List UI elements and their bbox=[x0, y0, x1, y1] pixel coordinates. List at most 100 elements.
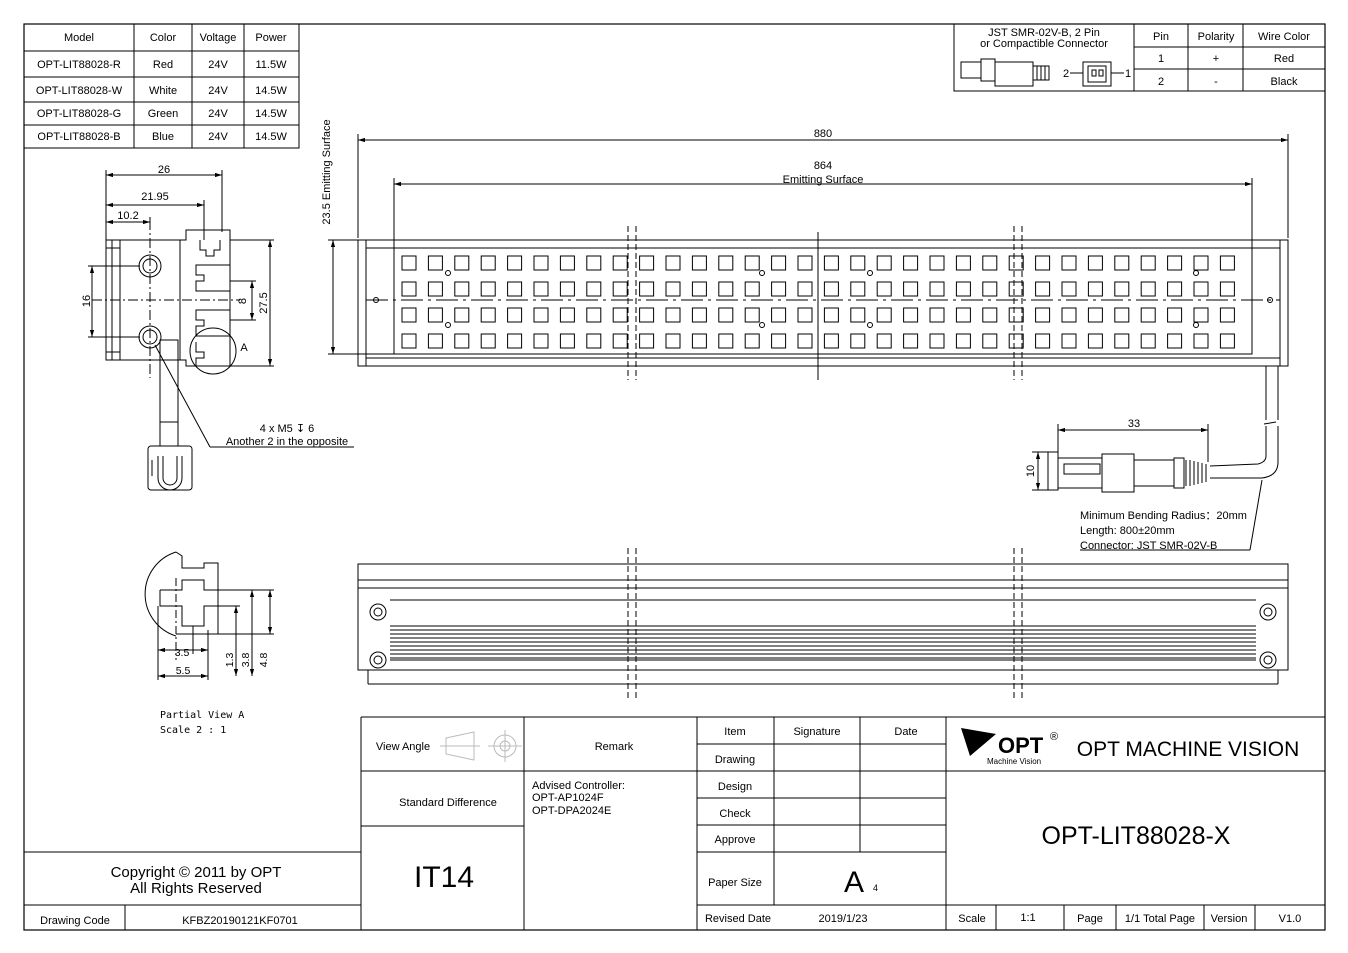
wire-color-cell: Red bbox=[1274, 53, 1294, 65]
power-cell: 11.5W bbox=[256, 59, 288, 71]
title-block bbox=[24, 716, 1325, 930]
model-table: Model Color Voltage Power OPT-LIT88028-R… bbox=[23, 23, 300, 149]
design-label: Design bbox=[718, 781, 752, 793]
standard-difference-label: Standard Difference bbox=[399, 797, 497, 809]
led-cell bbox=[744, 333, 760, 349]
led-cell bbox=[1167, 281, 1183, 297]
revised-date: 2019/1/23 bbox=[819, 913, 868, 925]
led-cell bbox=[454, 255, 470, 271]
power-cell: 14.5W bbox=[255, 131, 287, 143]
led-cell bbox=[1219, 255, 1235, 271]
led-cell bbox=[1008, 281, 1024, 297]
polarity-header: Polarity bbox=[1198, 31, 1235, 43]
led-cell bbox=[454, 307, 470, 323]
model-cell: OPT-LIT88028-R bbox=[37, 59, 121, 71]
bending-radius-note: Minimum Bending Radius：20mm bbox=[1080, 510, 1247, 522]
mount-dot bbox=[1193, 322, 1199, 328]
led-cell bbox=[1087, 281, 1103, 297]
led-cell bbox=[1167, 307, 1183, 323]
led-cell bbox=[1035, 255, 1051, 271]
detail-label-a: A bbox=[240, 342, 248, 354]
cable-length-note: Length: 800±20mm bbox=[1080, 525, 1175, 537]
screw-note-line1: 4 x M5 ↧ 6 bbox=[260, 423, 314, 435]
led-cell bbox=[1219, 333, 1235, 349]
dim-10: 10 bbox=[1025, 465, 1037, 477]
signature-label: Signature bbox=[793, 726, 840, 738]
dim-880: 880 bbox=[814, 128, 832, 140]
led-cell bbox=[691, 281, 707, 297]
company-name: OPT MACHINE VISION bbox=[1077, 738, 1299, 761]
led-cell bbox=[559, 255, 575, 271]
led-cell bbox=[982, 307, 998, 323]
color-cell: White bbox=[149, 85, 177, 97]
scale-label: Scale bbox=[958, 913, 986, 925]
copyright-line2: All Rights Reserved bbox=[130, 880, 262, 897]
dim-emitting-label: Emitting Surface bbox=[783, 174, 864, 186]
led-cell bbox=[691, 333, 707, 349]
led-cell bbox=[1193, 307, 1209, 323]
remark-label: Remark bbox=[595, 741, 634, 753]
led-cell bbox=[982, 255, 998, 271]
led-cell bbox=[586, 333, 602, 349]
voltage-cell: 24V bbox=[208, 59, 228, 71]
led-cell bbox=[797, 307, 813, 323]
led-cell bbox=[480, 307, 496, 323]
led-cell bbox=[850, 307, 866, 323]
connector-sketch bbox=[960, 58, 1124, 87]
screw-note-line2: Another 2 in the opposite bbox=[226, 436, 348, 448]
dim-4-8: 4.8 bbox=[258, 653, 270, 668]
dim-23-5: 23.5 Emitting Surface bbox=[321, 119, 333, 224]
approve-label: Approve bbox=[715, 834, 756, 846]
page-label: Page bbox=[1077, 913, 1103, 925]
led-cell bbox=[612, 333, 628, 349]
led-cell bbox=[639, 307, 655, 323]
pin-label-right: 1 bbox=[1125, 68, 1131, 80]
polarity-cell: - bbox=[1214, 76, 1218, 88]
dim-1-3: 1.3 bbox=[224, 653, 236, 668]
polarity-cell: + bbox=[1213, 53, 1219, 65]
led-cell bbox=[480, 281, 496, 297]
pin-header: Pin bbox=[1153, 31, 1169, 43]
led-cell bbox=[1114, 281, 1130, 297]
color-cell: Green bbox=[148, 108, 179, 120]
led-cell bbox=[771, 333, 787, 349]
voltage-header: Voltage bbox=[200, 32, 237, 44]
led-cell bbox=[454, 281, 470, 297]
led-cell bbox=[929, 333, 945, 349]
led-cell bbox=[1219, 307, 1235, 323]
power-header: Power bbox=[255, 32, 287, 44]
part-number: OPT-LIT88028-X bbox=[1042, 822, 1231, 850]
dim-3-5: 3.5 bbox=[175, 647, 190, 659]
copyright-line1: Copyright © 2011 by OPT bbox=[111, 864, 282, 881]
led-cell bbox=[903, 255, 919, 271]
led-cell bbox=[744, 307, 760, 323]
color-cell: Red bbox=[153, 59, 173, 71]
led-cell bbox=[533, 307, 549, 323]
pin-label-left: 2 bbox=[1063, 68, 1069, 80]
connector-title-line1: JST SMR-02V-B, 2 Pin bbox=[988, 27, 1100, 39]
opt-logo-icon bbox=[961, 728, 996, 756]
led-cell bbox=[955, 255, 971, 271]
led-cell bbox=[1087, 333, 1103, 349]
led-cell bbox=[1114, 333, 1130, 349]
led-cell bbox=[507, 307, 523, 323]
led-cell bbox=[507, 281, 523, 297]
led-cell bbox=[401, 307, 417, 323]
led-cell bbox=[1140, 281, 1156, 297]
led-cell bbox=[797, 333, 813, 349]
advised-controller-1: OPT-AP1024F bbox=[532, 792, 604, 804]
led-cell bbox=[797, 255, 813, 271]
led-cell bbox=[771, 255, 787, 271]
led-cell bbox=[982, 281, 998, 297]
dim-21-95: 21.95 bbox=[141, 191, 169, 203]
dim-27-5: 27.5 bbox=[258, 292, 270, 313]
partial-view-caption: Partial View A bbox=[160, 710, 244, 721]
led-cell bbox=[639, 255, 655, 271]
led-cell bbox=[401, 281, 417, 297]
bottom-view bbox=[357, 548, 1289, 700]
led-cell bbox=[586, 255, 602, 271]
view-angle-label: View Angle bbox=[376, 741, 430, 753]
tolerance-value: IT14 bbox=[414, 861, 474, 894]
led-cell bbox=[823, 281, 839, 297]
